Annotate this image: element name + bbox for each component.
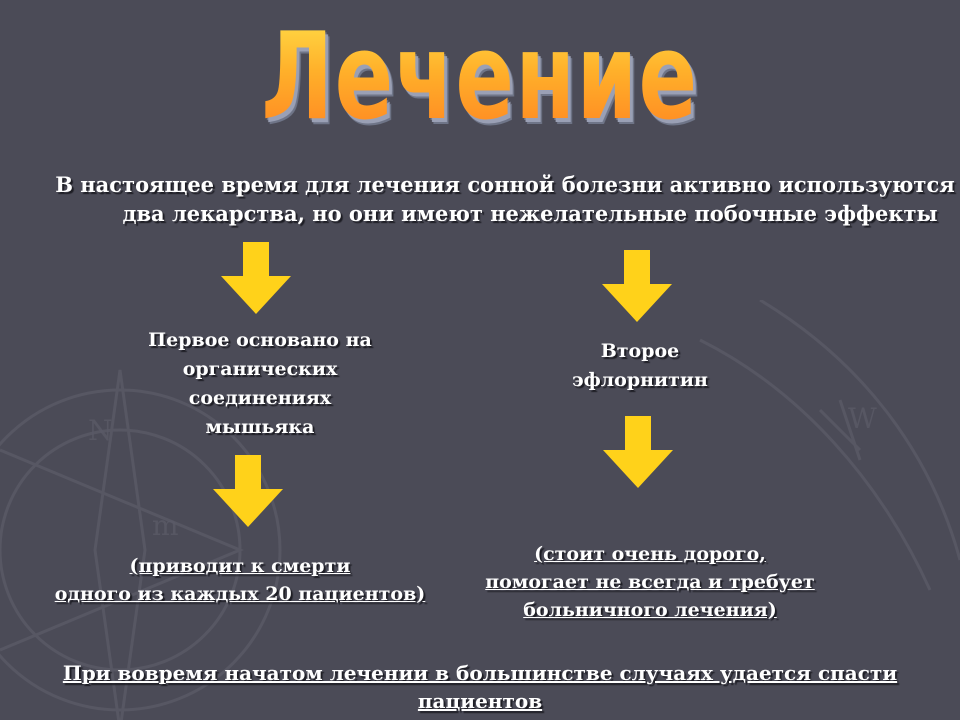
second-drug-note: (стоит очень дорого, помогает не всегда … [460, 540, 840, 624]
svg-text:W: W [848, 402, 877, 435]
first-drug-note-line: (приводит к смерти [129, 555, 351, 577]
intro-text: В настоящее время для лечения сонной бол… [55, 172, 955, 226]
footer-conclusion: При вовремя начатом лечении в большинств… [62, 661, 898, 713]
svg-text:m: m [152, 509, 179, 542]
first-drug-note-line: одного из каждых 20 пациентов) [54, 583, 426, 605]
down-arrow-icon [213, 455, 283, 527]
second-drug-note-line: больничного лечения) [523, 599, 777, 621]
slide-title: Лечение [134, 8, 825, 148]
first-drug-line: Первое основано на [148, 329, 372, 351]
second-drug-note-line: (стоит очень дорого, [534, 543, 766, 565]
down-arrow-icon [603, 416, 673, 488]
second-drug-line: эфлорнитин [572, 369, 708, 391]
first-drug-line: мышьяка [205, 416, 315, 438]
second-drug-description: Второе эфлорнитин [540, 337, 740, 395]
down-arrow-icon [602, 250, 672, 322]
svg-text:N: N [88, 414, 113, 447]
first-drug-line: органических [182, 358, 338, 380]
first-drug-note: (приводит к смерти одного из каждых 20 п… [40, 552, 440, 608]
first-drug-line: соединениях [188, 387, 332, 409]
down-arrow-icon [221, 242, 291, 314]
second-drug-note-line: помогает не всегда и требует [485, 571, 815, 593]
second-drug-line: Второе [600, 340, 680, 362]
first-drug-description: Первое основано на органических соединен… [110, 326, 410, 442]
